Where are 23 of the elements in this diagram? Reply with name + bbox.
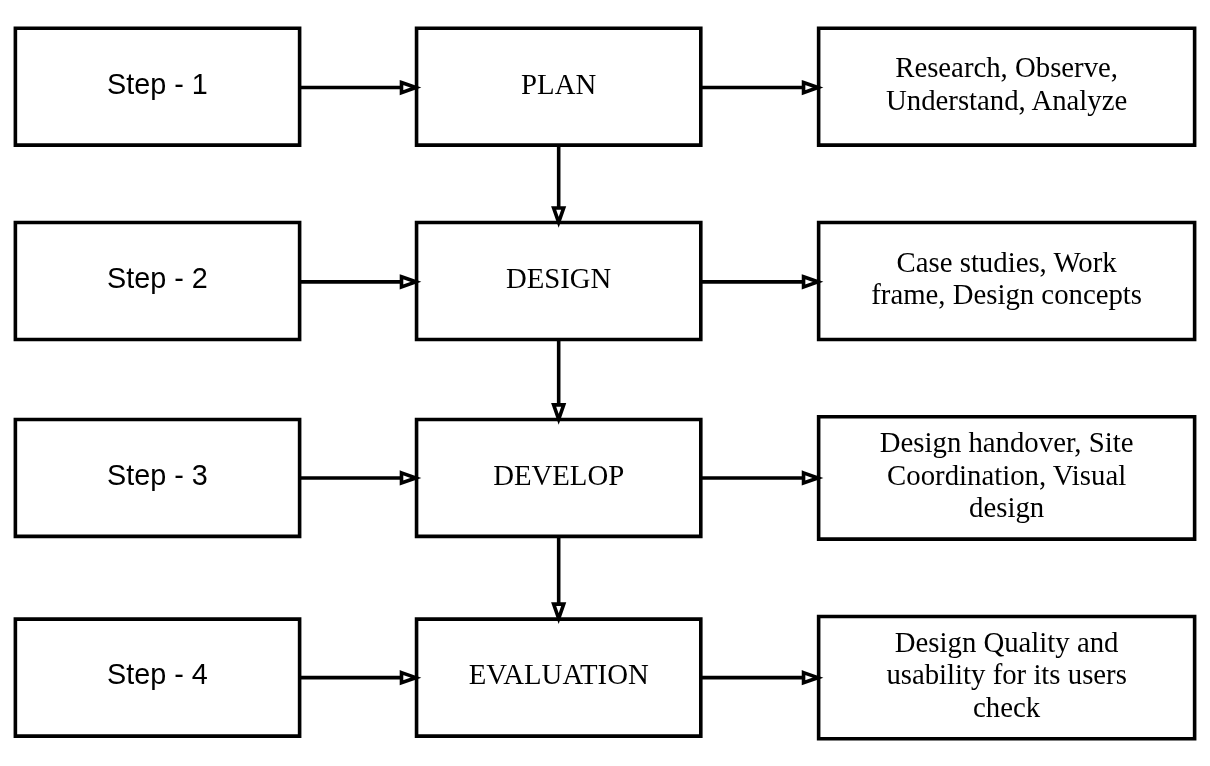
arrow	[701, 669, 824, 685]
node-box: Step - 3	[13, 417, 302, 538]
node-box: DEVELOP	[414, 417, 703, 538]
node-box: Design Quality and usability for its users check	[816, 614, 1197, 741]
arrow	[300, 469, 422, 486]
node-box: Case studies, Work frame, Design concepts	[816, 220, 1197, 341]
arrow	[551, 145, 567, 228]
arrow	[551, 339, 567, 425]
arrow	[300, 79, 422, 95]
node-box: Step - 2	[13, 220, 302, 341]
arrow	[300, 273, 422, 289]
node-box: Step - 1	[13, 25, 302, 147]
node-box: EVALUATION	[414, 616, 703, 738]
arrow	[701, 273, 824, 289]
node-box: Research, Observe, Understand, Analyze	[816, 25, 1197, 147]
node-box: DESIGN	[414, 220, 703, 341]
arrow	[701, 469, 824, 486]
arrow	[701, 79, 824, 95]
node-box: Step - 4	[13, 616, 302, 738]
node-box: PLAN	[414, 25, 703, 147]
node-box: Design handover, Site Coordination, Visual design	[816, 414, 1197, 541]
arrow	[551, 536, 567, 624]
arrow	[300, 669, 422, 685]
